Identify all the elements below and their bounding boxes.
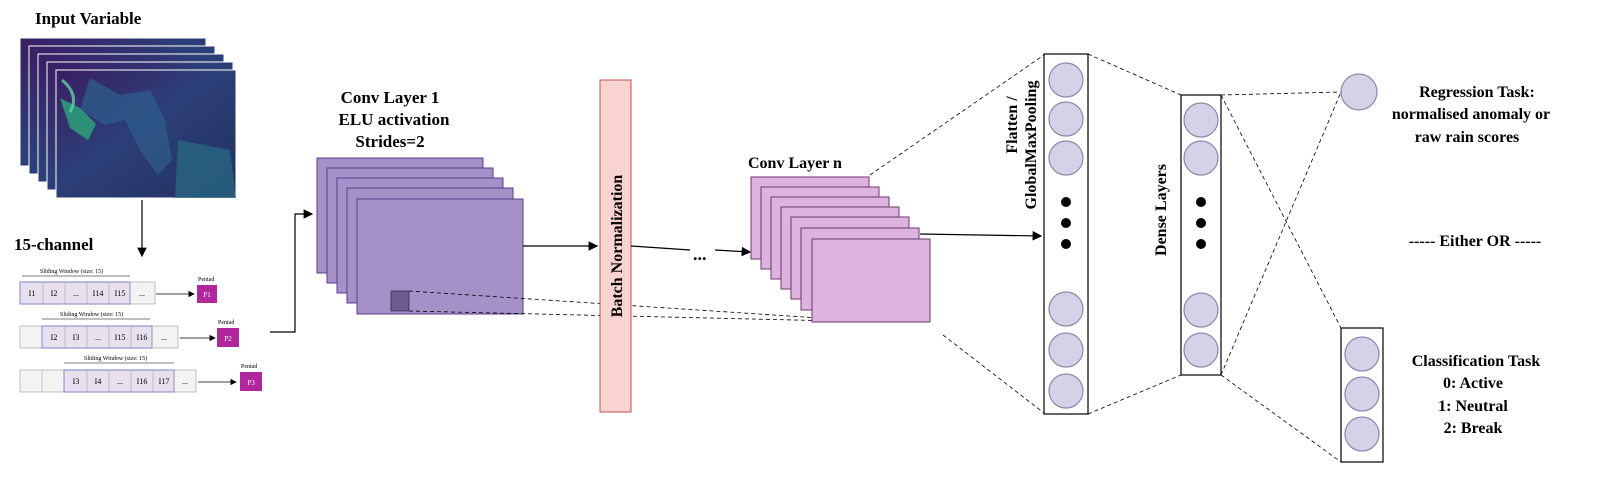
- dense-neurons: [1183, 102, 1219, 368]
- flatten-label: Flatten / GlobalMaxPooling: [1004, 81, 1040, 210]
- window-caption: Sliding Window (size: 15): [60, 311, 123, 318]
- flatten-neurons: [1048, 62, 1084, 409]
- window-cell: I14: [93, 289, 104, 298]
- window-cell: ...: [117, 377, 123, 386]
- conv1-feature-maps: [316, 157, 524, 315]
- pentad-value: P1: [203, 291, 211, 299]
- classification-class0: 0: Active: [1443, 375, 1503, 392]
- windows-to-conv1-arrow: [270, 209, 314, 333]
- flatten-dots: [1061, 197, 1071, 249]
- conv1-label: Conv Layer 1 ELU activation Strides=2: [339, 88, 451, 151]
- convn-feature-maps: [750, 176, 931, 323]
- pentad-value: P3: [247, 379, 255, 387]
- flatten-line1: Flatten /: [1004, 96, 1021, 154]
- window-cell: I17: [159, 377, 170, 386]
- conv1-strides: Strides=2: [355, 132, 424, 151]
- pentad-label: Pentad: [198, 277, 214, 283]
- window-cell: I3: [73, 377, 80, 386]
- classification-neurons: [1344, 336, 1380, 452]
- pentad-value: P2: [224, 335, 232, 343]
- pentad-box: [197, 285, 217, 303]
- window-cell: I3: [73, 333, 80, 342]
- window-cell: ...: [139, 289, 145, 298]
- sliding-window-row-3: Sliding Window (size: 15) I3 I4 ... I16 …: [19, 355, 262, 393]
- flatten-line2: GlobalMaxPooling: [1023, 81, 1040, 210]
- window-cell: ...: [182, 377, 188, 386]
- conv1-kernel: [390, 290, 410, 312]
- window-cell: ...: [95, 333, 101, 342]
- regression-line3: raw rain scores: [1415, 129, 1520, 146]
- window-cell: ...: [161, 333, 167, 342]
- convn-to-flatten-arrow: [919, 231, 1043, 241]
- classification-title: Classification Task: [1412, 353, 1541, 370]
- regression-label: Regression Task: normalised anomaly or r…: [1392, 84, 1550, 146]
- input-map-stack: [19, 37, 237, 199]
- regression-neuron: [1340, 73, 1378, 111]
- classification-class2: 2: Break: [1444, 420, 1503, 437]
- batch-norm-label: Batch Normalization: [609, 175, 626, 318]
- window-cell: I1: [29, 289, 36, 298]
- either-or-divider: ----- Either OR -----: [1409, 233, 1542, 250]
- input-variable-title: Input Variable: [35, 9, 142, 28]
- sliding-window-row-1: Sliding Window (size: 15) I1 I2 ... I14 …: [19, 268, 217, 305]
- window-caption: Sliding Window (size: 15): [40, 268, 103, 275]
- window-cell: I15: [115, 333, 126, 342]
- window-cell: I2: [51, 289, 58, 298]
- window-cell: I16: [137, 377, 148, 386]
- regression-line2: normalised anomaly or: [1392, 106, 1550, 123]
- convn-label: Conv Layer n: [748, 155, 842, 172]
- classification-class1: 1: Neutral: [1438, 398, 1508, 415]
- pentad-label: Pentad: [241, 364, 257, 370]
- channel-label: 15-channel: [14, 235, 94, 254]
- pentad-box: [240, 372, 262, 391]
- sliding-window-row-2: Sliding Window (size: 15) I2 I3 ... I15 …: [19, 311, 239, 349]
- input-map-front: [55, 69, 237, 199]
- dense-label: Dense Layers: [1153, 164, 1170, 256]
- conv1-title: Conv Layer 1: [341, 88, 440, 107]
- window-cell: I16: [137, 333, 148, 342]
- window-caption: Sliding Window (size: 15): [84, 355, 147, 362]
- window-cell: ...: [73, 289, 79, 298]
- window-cell: I15: [115, 289, 126, 298]
- regression-title: Regression Task:: [1419, 84, 1535, 101]
- window-cell: I2: [51, 333, 58, 342]
- layer-ellipsis: ...: [693, 244, 707, 264]
- pentad-label: Pentad: [218, 320, 234, 326]
- conv1-activation: ELU activation: [339, 110, 451, 129]
- dense-dots: [1196, 197, 1206, 249]
- pentad-box: [217, 328, 239, 347]
- window-cell: I4: [95, 377, 102, 386]
- batch-norm-block: [599, 79, 632, 413]
- classification-label: Classification Task 0: Active 1: Neutral…: [1412, 353, 1541, 437]
